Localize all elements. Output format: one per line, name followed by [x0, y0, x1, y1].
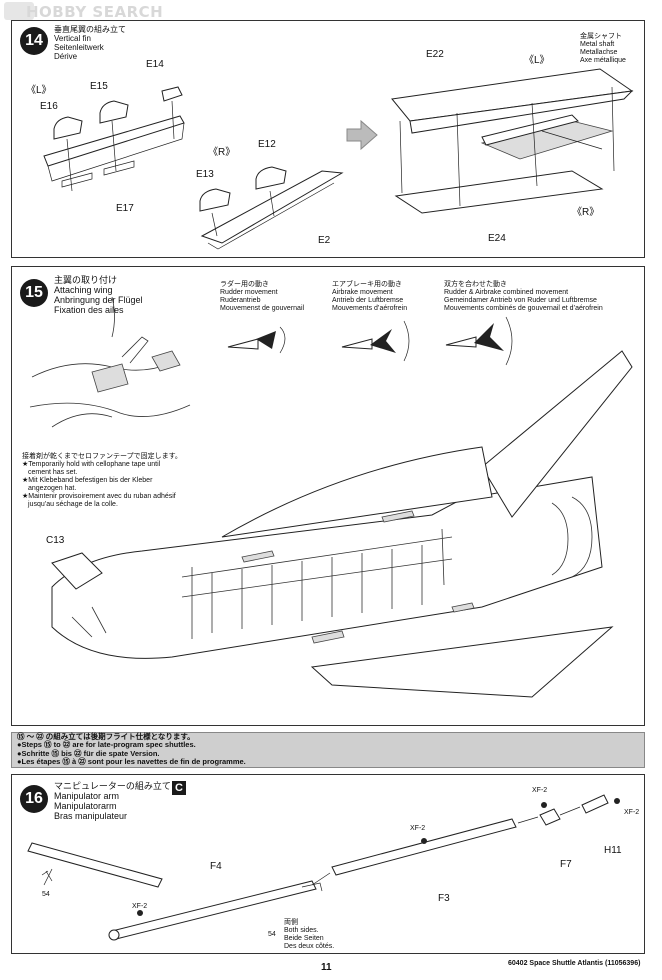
- page-number: 11: [321, 962, 332, 973]
- step-15-titles: 主翼の取り付け Attaching wing Anbringung der Fl…: [54, 275, 143, 315]
- step-16-panel: 16 マニピュレーターの組み立て Manipulator arm Manipul…: [11, 774, 645, 954]
- combined-en: Rudder & Airbrake combined movement: [444, 289, 569, 296]
- late-program-note: ⑮ 〜 ㉒ の組み立ては後期フライト仕様となります。 ●Steps ⑮ to ㉒…: [11, 732, 645, 768]
- combined-fr: Mouvements combinés de gouvernail et d’a…: [444, 305, 603, 312]
- step-14-title-en: Vertical fin: [54, 34, 91, 43]
- parts-tree-c-box: C: [172, 781, 186, 795]
- note-de: ●Schritte ⑮ bis ㉒ für die spate Version.: [17, 748, 160, 758]
- both-sides-en: Both sides.: [284, 927, 319, 934]
- step-15-title-ja: 主翼の取り付け: [54, 275, 118, 285]
- combined-movement-text: 双方を合わせた動き Rudder & Airbrake combined mov…: [444, 281, 603, 313]
- metal-shaft-en: Metal shaft: [580, 41, 615, 48]
- step-15-panel: 15 主翼の取り付け Attaching wing Anbringung der…: [11, 266, 645, 726]
- note-en: ●Steps ⑮ to ㉒ are for late-program spec …: [17, 740, 196, 750]
- combined-de: Gemeindamer Antrieb von Ruder und Luftbr…: [444, 297, 597, 304]
- metal-shaft-fr: Axe métallique: [580, 57, 626, 64]
- label-R1: 《R》: [208, 147, 236, 158]
- rudder-ja: ラダー用の動き: [220, 281, 269, 288]
- label-E22: E22: [426, 49, 444, 60]
- step-15-title-de: Anbringung der Flügel: [54, 295, 143, 305]
- logo-badge: [4, 2, 34, 20]
- label-F7: F7: [560, 859, 572, 870]
- metal-shaft-label: 金属シャフト Metal shaft Metallachse Axe métal…: [580, 33, 626, 65]
- step-16-title-en: Manipulator arm: [54, 791, 120, 801]
- both-sides-ja: 両側: [284, 919, 298, 926]
- step-15-illustration: [29, 296, 633, 698]
- note-ja: ⑮ 〜 ㉒ の組み立ては後期フライト仕様となります。: [17, 732, 195, 741]
- both-sides-fr: Des deux côtés.: [284, 943, 335, 950]
- rudder-de: Ruderantrieb: [220, 297, 261, 304]
- label-F4: F4: [210, 861, 222, 872]
- rudder-movement-text: ラダー用の動き Rudder movement Ruderantrieb Mou…: [220, 281, 304, 313]
- label-E24: E24: [488, 233, 506, 244]
- step-14-panel: 14 垂直尾翼の組み立て Vertical fin Seitenleitwerk…: [11, 20, 645, 258]
- label-E16: E16: [40, 101, 58, 112]
- label-E13: E13: [196, 169, 214, 180]
- step-14-title-de: Seitenleitwerk: [54, 43, 104, 52]
- watermark-logo: HOBBY SEARCH: [4, 2, 164, 22]
- label-R2: 《R》: [572, 207, 600, 218]
- step-14-titles: 垂直尾翼の組み立て Vertical fin Seitenleitwerk Dé…: [54, 25, 126, 61]
- label-L1: 《L》: [26, 85, 52, 96]
- label-E14: E14: [146, 59, 164, 70]
- combined-ja: 双方を合わせた動き: [444, 281, 507, 288]
- step-14-illustration: [43, 68, 634, 250]
- watermark-text: HOBBY SEARCH: [26, 3, 164, 21]
- step-16-title-de: Manipulatorarm: [54, 801, 117, 811]
- tape-note-en-2: cement has set.: [28, 469, 78, 476]
- airbrake-fr: Mouvements d’aérofrein: [332, 305, 408, 312]
- airbrake-en: Airbrake movement: [332, 289, 393, 296]
- label-H11: H11: [604, 845, 622, 856]
- step-15-number: 15: [20, 279, 48, 307]
- step-16-titles: マニピュレーターの組み立て Manipulator arm Manipulato…: [54, 781, 171, 821]
- label-54a: 54: [42, 891, 50, 898]
- note-fr: ●Les étapes ⑮ à ㉒ sont pour les navettes…: [17, 757, 246, 767]
- step-14-title-fr: Dérive: [54, 52, 78, 61]
- step-16-number: 16: [20, 785, 48, 813]
- label-F3: F3: [438, 893, 450, 904]
- label-C13: C13: [46, 535, 65, 546]
- label-XF2a: XF-2: [532, 787, 548, 794]
- label-E12: E12: [258, 139, 276, 150]
- label-XF2c: XF-2: [624, 809, 640, 816]
- step-16-title-ja-text: マニピュレーターの組み立て: [54, 781, 171, 791]
- both-sides-de: Beide Seiten: [284, 935, 324, 942]
- label-54b: 54: [268, 931, 276, 938]
- tape-note-en-1: ★Temporarily hold with cellophane tape u…: [22, 461, 161, 468]
- rudder-movement-icon: [227, 326, 286, 354]
- tape-note-de-1: ★Mit Klebeband befestigen bis der Kleber: [22, 477, 153, 484]
- step-15-title-fr: Fixation des ailes: [54, 305, 124, 315]
- step-16-title-ja: マニピュレーターの組み立て: [54, 781, 171, 791]
- rudder-fr: Mouvemenst de gouvernail: [220, 305, 305, 312]
- rudder-en: Rudder movement: [220, 289, 278, 296]
- step-16-illustration: [27, 794, 620, 941]
- tape-note-de-2: angezogen hat.: [28, 485, 77, 492]
- airbrake-ja: エアブレーキ用の動き: [332, 281, 402, 288]
- label-XF2b: XF-2: [410, 825, 426, 832]
- label-XF2d: XF-2: [132, 903, 148, 910]
- label-E2: E2: [318, 235, 331, 246]
- step-14-number: 14: [20, 27, 48, 55]
- combined-movement-icon: [445, 316, 513, 366]
- label-E17: E17: [116, 203, 134, 214]
- tape-note-fr-2: jusqu’au séchage de la colle.: [28, 501, 118, 508]
- airbrake-movement-icon: [341, 320, 410, 362]
- tape-note: 接着剤が乾くまでセロファンテープで固定します。 ★Temporarily hol…: [22, 453, 222, 509]
- label-L2: 《L》: [524, 55, 550, 66]
- label-E15: E15: [90, 81, 108, 92]
- tape-note-ja: 接着剤が乾くまでセロファンテープで固定します。: [22, 453, 182, 460]
- airbrake-movement-text: エアブレーキ用の動き Airbrake movement Antrieb der…: [332, 281, 407, 313]
- step-14-title-ja: 垂直尾翼の組み立て: [54, 25, 126, 34]
- both-sides-note: 両側 Both sides. Beide Seiten Des deux côt…: [284, 919, 334, 951]
- product-code: 60402 Space Shuttle Atlantis (11056396): [508, 960, 641, 967]
- step-15-title-en: Attaching wing: [54, 285, 113, 295]
- step-16-title-fr: Bras manipulateur: [54, 811, 128, 821]
- metal-shaft-ja: 金属シャフト: [580, 33, 622, 40]
- tape-note-fr-1: ★Maintenir provisoirement avec du ruban …: [22, 493, 176, 500]
- airbrake-de: Antrieb der Luftbremse: [332, 297, 404, 304]
- metal-shaft-de: Metallachse: [580, 49, 618, 56]
